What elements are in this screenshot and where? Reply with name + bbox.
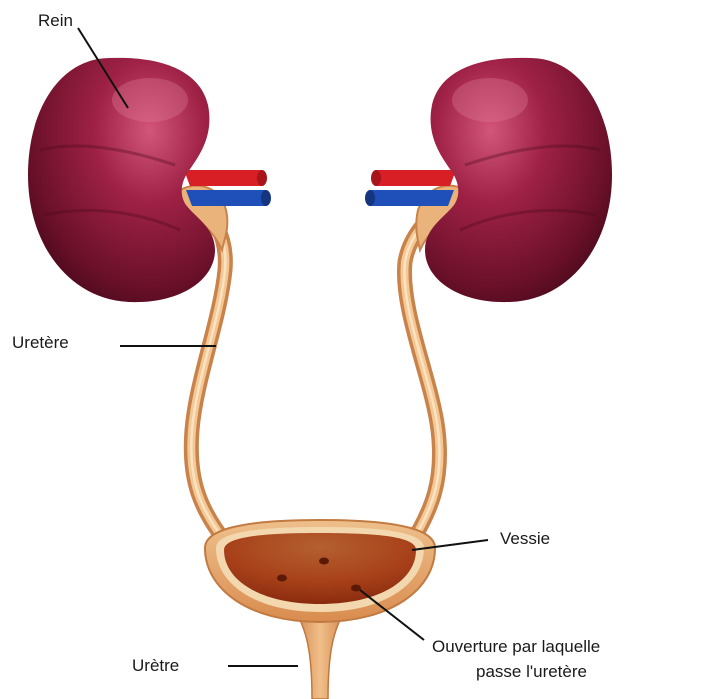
urethra [296, 612, 344, 699]
label-ouverture-line1: Ouverture par laquelle [432, 637, 600, 656]
right-renal-artery [376, 170, 456, 186]
left-renal-vein [186, 190, 266, 206]
ureteral-opening-1 [277, 575, 287, 582]
label-uretre: Urètre [132, 656, 179, 675]
ureteral-opening-3 [351, 585, 361, 592]
label-rein: Rein [38, 11, 73, 30]
right-renal-vein [370, 190, 454, 206]
ureteral-opening-2 [319, 558, 329, 565]
label-uretere: Uretère [12, 333, 69, 352]
label-ouverture-line2: passe l'uretère [476, 662, 587, 681]
label-vessie: Vessie [500, 529, 550, 548]
left-renal-artery [184, 170, 262, 186]
